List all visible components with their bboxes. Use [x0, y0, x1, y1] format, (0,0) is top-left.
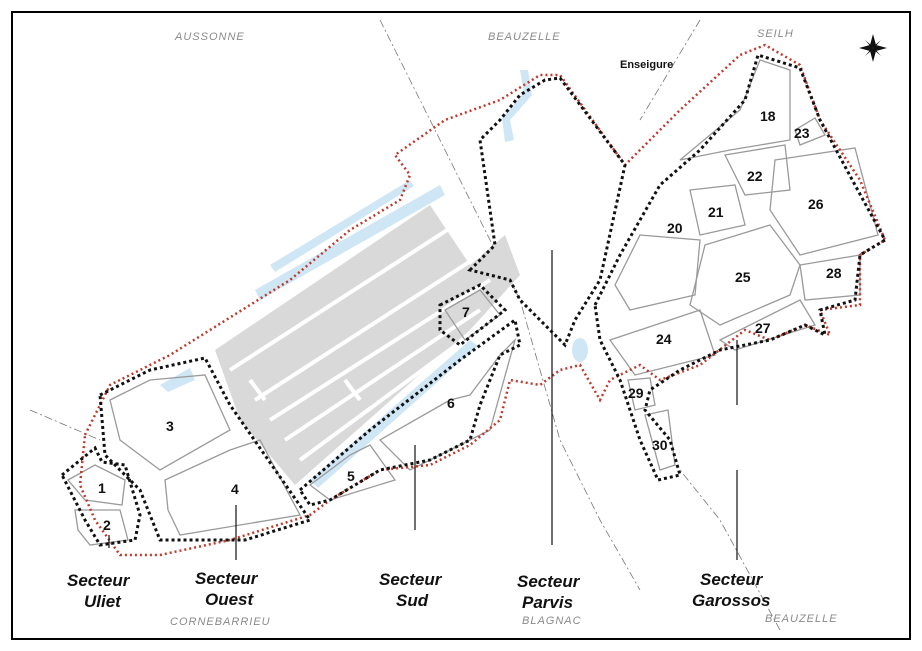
- lot-label: 27: [755, 320, 771, 336]
- lot-label: 1: [98, 480, 106, 496]
- communal-lines: [29, 19, 781, 631]
- lot-label: 18: [760, 108, 776, 124]
- sector-label-parvis-line1: Secteur: [517, 572, 581, 591]
- runway-apron: [215, 205, 520, 485]
- lot-label: 3: [166, 418, 174, 434]
- lot-label: 29: [628, 385, 644, 401]
- lot-label: 22: [747, 168, 763, 184]
- lot-label: 30: [652, 437, 668, 453]
- lot-numbers: 1 2 3 4 5 6 7 18 20 21 22 23 24 25 26 27…: [98, 108, 842, 533]
- commune-label-beauzelle-bottom: BEAUZELLE: [765, 613, 838, 625]
- commune-label-aussonne: AUSSONNE: [174, 31, 245, 43]
- sector-label-uliet-line1: Secteur: [67, 571, 131, 590]
- lot-label: 24: [656, 331, 672, 347]
- parcel-roads: [66, 59, 879, 546]
- lot-label: 4: [231, 481, 239, 497]
- sector-label-ouest-line2: Ouest: [205, 590, 255, 609]
- lot-label: 5: [347, 468, 355, 484]
- sector-labels: Secteur Uliet Secteur Ouest Secteur Sud …: [67, 569, 770, 612]
- lot-label: 6: [447, 395, 455, 411]
- leader-lines: [108, 250, 738, 560]
- lot-label: 2: [103, 517, 111, 533]
- sector-label-ouest-line1: Secteur: [195, 569, 259, 588]
- lot-label: 25: [735, 269, 751, 285]
- lot-label: 7: [462, 304, 470, 320]
- commune-label-blagnac: BLAGNAC: [522, 615, 582, 627]
- sector-label-uliet-line2: Uliet: [84, 592, 122, 611]
- lot-label: 26: [808, 196, 824, 212]
- lot-label: 21: [708, 204, 724, 220]
- place-label-enseigure: Enseigure: [620, 59, 673, 71]
- commune-label-beauzelle-top: BEAUZELLE: [488, 31, 561, 43]
- sector-label-garossos-line1: Secteur: [700, 570, 764, 589]
- sector-boundaries: [60, 53, 888, 547]
- lot-label: 23: [794, 125, 810, 141]
- sector-label-garossos-line2: Garossos: [692, 591, 770, 610]
- sector-label-sud-line1: Secteur: [379, 570, 443, 589]
- commune-label-seilh: SEILH: [757, 28, 794, 40]
- lot-label: 28: [826, 265, 842, 281]
- sector-label-parvis-line2: Parvis: [522, 593, 573, 612]
- compass-rose-icon: [859, 34, 887, 62]
- sector-label-sud-line2: Sud: [396, 591, 429, 610]
- commune-label-cornebarrieu: CORNEBARRIEU: [170, 616, 271, 628]
- lot-label: 20: [667, 220, 683, 236]
